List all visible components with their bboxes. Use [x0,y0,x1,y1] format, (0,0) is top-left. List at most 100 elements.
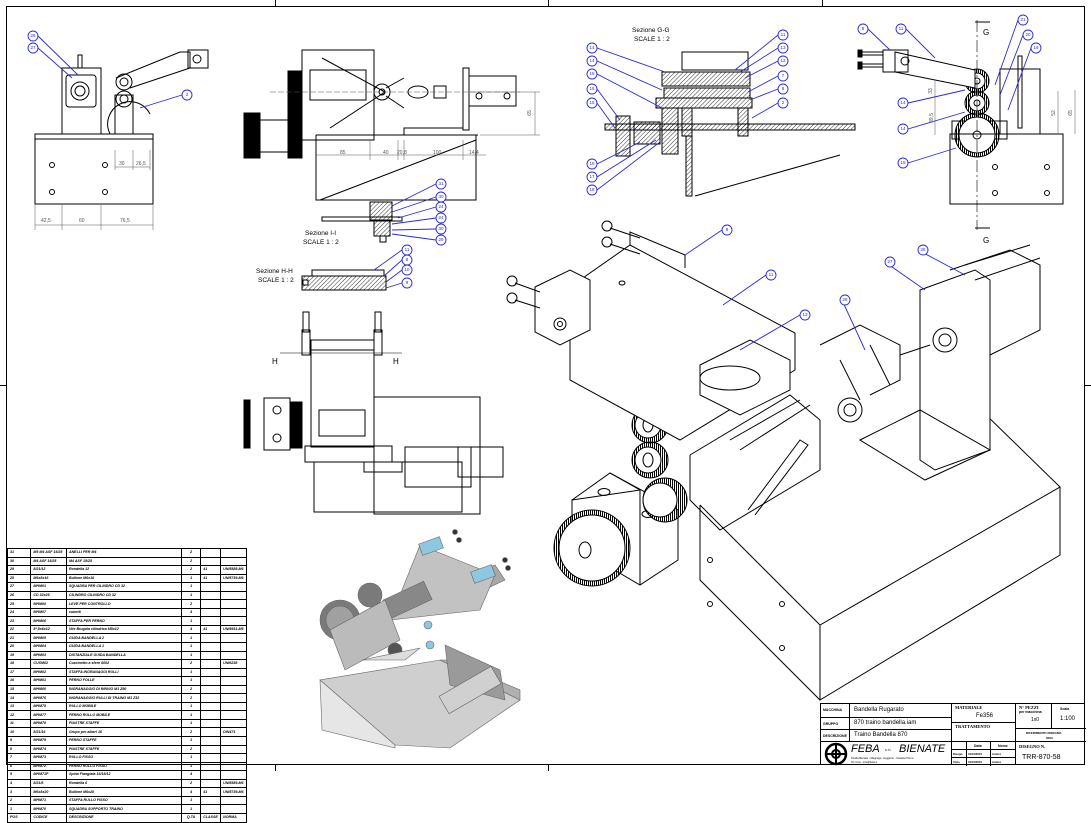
bom-cell [220,642,247,652]
bom-cell: 41 [200,573,222,584]
title-label-machine: MACCHINA [823,708,843,712]
dimension: 52 [1050,110,1057,116]
bom-cell [220,701,247,712]
bom-cell: MHM01 [30,582,67,592]
bom-cell: 41 [200,624,222,635]
side-view [857,20,1076,230]
bom-cell [200,556,222,567]
section-h-view [301,269,387,291]
dimension: 26,5 [136,161,146,167]
bom-cell [220,616,247,626]
bom-cell: 12 [6,710,32,720]
bom-cell: SQUADRA SUPPORTO TRAINO [65,804,182,814]
bom-cell: 1 [180,573,202,584]
drawing-number-label: DISEGNO N. [1019,744,1046,749]
bom-cell: STAFFA RULLO FISSO [65,795,182,806]
bom-cell: 23 [6,616,32,626]
base-block [34,133,154,205]
title-label-group: GRUPPO [823,722,839,726]
company-logo-icon [824,742,848,766]
dimension: 40 [383,150,389,156]
balloon-number: 29 [438,237,444,242]
bom-cell: INGRANAGGIO RULLI DI TRAINO M1 Z32 [65,693,182,703]
bom-cell: 1 [180,761,202,772]
bom-cell: RULLO MOBILE [65,701,182,712]
bom-cell: 10 [6,727,32,738]
bom-cell [220,684,247,695]
approval-checked-name: Autore [992,760,1002,764]
balloon-number: 14 [900,126,906,131]
bom-cell [200,590,222,601]
bom-cell: UNI5739-M6 [220,573,247,584]
company-address-1: Strada Bienate - Magnago, Cuggiono - Cas… [851,757,914,760]
approval-grid: Data Nome Disegn. Visto 01/01/2015 Autor… [951,741,1016,766]
treatment-label: TRATTAMENTO [955,724,991,729]
bom-cell: 1 [180,718,202,729]
title-description-value: Traino Bandella 870 [854,732,908,738]
bom-header-cell: Q.TA [180,812,202,823]
bom-cell: UNI5739-M6 [220,787,247,797]
company-suffix: s.r.l. [885,748,892,752]
bom-cell: 22 [6,624,32,635]
bom-cell: UNI6238 [220,659,247,669]
pieces-value: 1x0 [1031,717,1040,723]
bom-cell [200,744,222,755]
bom-cell: Spina Flangiata 16/18/12 [65,770,182,780]
scale-value: 1:100 [1060,716,1076,722]
balloon-number: 14 [589,58,595,63]
balloon-number: 12 [780,58,786,63]
approval-checked-date: 01/01/2015 [968,760,982,764]
zone-tick [548,0,549,6]
bom-cell: M4 ASF 15/25 [30,556,67,567]
balloon-number: 30 [438,226,444,231]
balloon-number: 26 [30,33,36,38]
drawing-sheet-border [6,6,1085,765]
bom-cell: 18 [6,659,32,669]
cut-marker-h-right: H [393,357,399,366]
dimension: 85 [340,150,346,156]
balloon-number: 14 [900,100,906,105]
bom-cell: 29 [6,565,32,575]
bom-cell: 6 [6,761,32,772]
bom-cell [200,736,222,746]
bom-cell: 2 [180,556,202,567]
dimension: 65 [526,110,533,116]
bom-cell: 2 [6,795,32,806]
section-g-view [604,51,856,197]
bom-cell: CUSM02 [30,659,67,669]
title-group-value: 870 traino bandella.iam [854,720,917,726]
bom-cell: 1 [180,642,202,652]
balloon-number: 20 [1025,32,1031,37]
bom-cell: ANELLI PER M4 [65,548,182,558]
bom-cell: Bullone M6x16 [65,573,182,584]
bom-cell: 2 [180,565,202,575]
drive-knob [243,112,261,159]
bom-cell: 4 [180,624,202,635]
bom-cell: MHM05 [30,633,67,643]
bom-cell [220,770,247,780]
balloon-number: 11 [898,26,904,31]
approval-drawn-name: Autore [992,752,1002,756]
section-h-scale: SCALE 1 : 2 [258,277,294,284]
bom-cell [200,684,222,695]
bom-header-cell: POS [6,812,32,823]
bom-cell [220,556,247,567]
company-address-2: Tel / Fax - info@feba.it [851,760,877,764]
bom-cell: 25 [6,599,32,609]
bom-cell: 41 [200,565,222,575]
bom-cell [200,718,222,729]
dimension: 76,5 [120,218,130,224]
